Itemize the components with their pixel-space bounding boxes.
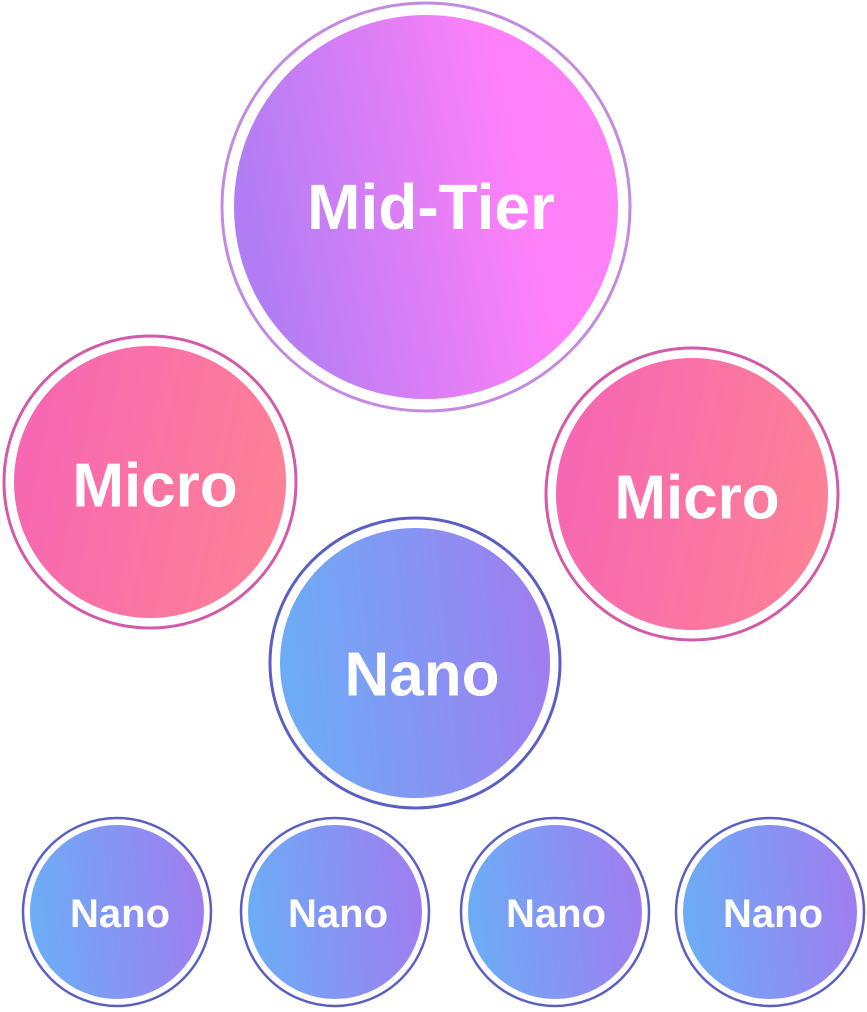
nano-label-4: Nano	[723, 892, 823, 936]
nano-node-2: Nano	[239, 816, 431, 1008]
nano-center-label: Nano	[345, 641, 500, 710]
nano-label-3: Nano	[506, 892, 606, 936]
micro-left-node: Micro	[2, 334, 298, 630]
nano-node-1: Nano	[21, 816, 213, 1008]
nano-label-2: Nano	[288, 892, 388, 936]
mid-tier-node: Mid-Tier	[220, 1, 632, 413]
nano-label-1: Nano	[70, 892, 170, 936]
micro-left-label: Micro	[72, 452, 237, 521]
nano-node-3: Nano	[459, 816, 651, 1008]
nano-node-4: Nano	[674, 816, 866, 1008]
micro-right-node: Micro	[544, 346, 840, 642]
nano-center-node: Nano	[268, 516, 562, 810]
mid-tier-label: Mid-Tier	[307, 171, 555, 243]
micro-right-label: Micro	[614, 464, 779, 533]
